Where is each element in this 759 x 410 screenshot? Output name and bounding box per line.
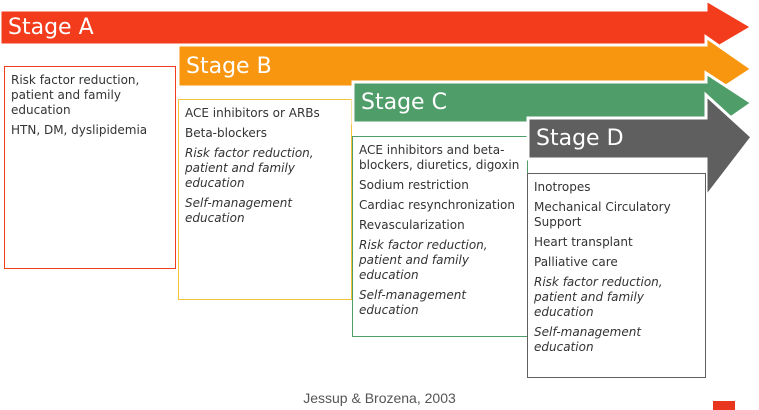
stage-d-item: Inotropes (534, 180, 591, 194)
stage-d-item: Heart transplant (534, 235, 633, 249)
stage-d-item: Risk factor reduction, patient and famil… (534, 275, 663, 319)
stage-a-item: Risk factor reduction, patient and famil… (11, 73, 140, 117)
stage-a-box: Risk factor reduction, patient and famil… (4, 66, 176, 269)
stage-c-item: Sodium restriction (359, 178, 469, 192)
stage-c-item: Self-management education (359, 288, 467, 317)
stage-c-box: ACE inhibitors and beta-blockers, diuret… (352, 136, 528, 337)
stage-b-item: Beta-blockers (185, 126, 267, 140)
stage-d-box: Inotropes Mechanical Circulatory Support… (527, 173, 706, 378)
corner-accent (713, 401, 735, 410)
stage-b-item: Risk factor reduction, patient and famil… (185, 146, 314, 190)
stage-b-title: Stage B (186, 54, 272, 79)
stage-c-item: ACE inhibitors and beta-blockers, diuret… (359, 143, 520, 172)
stage-b-item: Self-management education (185, 196, 293, 225)
stage-c-item: Cardiac resynchronization (359, 198, 515, 212)
stage-c-title: Stage C (361, 90, 447, 115)
stage-a-item: HTN, DM, dyslipidemia (11, 123, 148, 137)
stage-c-item: Revascularization (359, 218, 465, 232)
stage-d-item: Palliative care (534, 255, 618, 269)
stage-b-box: ACE inhibitors or ARBs Beta-blockers Ris… (178, 99, 352, 300)
stage-d-item: Self-management education (534, 325, 642, 354)
stage-a-title: Stage A (8, 15, 94, 40)
stage-c-item: Risk factor reduction, patient and famil… (359, 238, 488, 282)
stage-d-title: Stage D (536, 126, 624, 151)
stage-b-item: ACE inhibitors or ARBs (185, 106, 320, 120)
citation: Jessup & Brozena, 2003 (303, 390, 456, 406)
stage-d-item: Mechanical Circulatory Support (534, 200, 671, 229)
